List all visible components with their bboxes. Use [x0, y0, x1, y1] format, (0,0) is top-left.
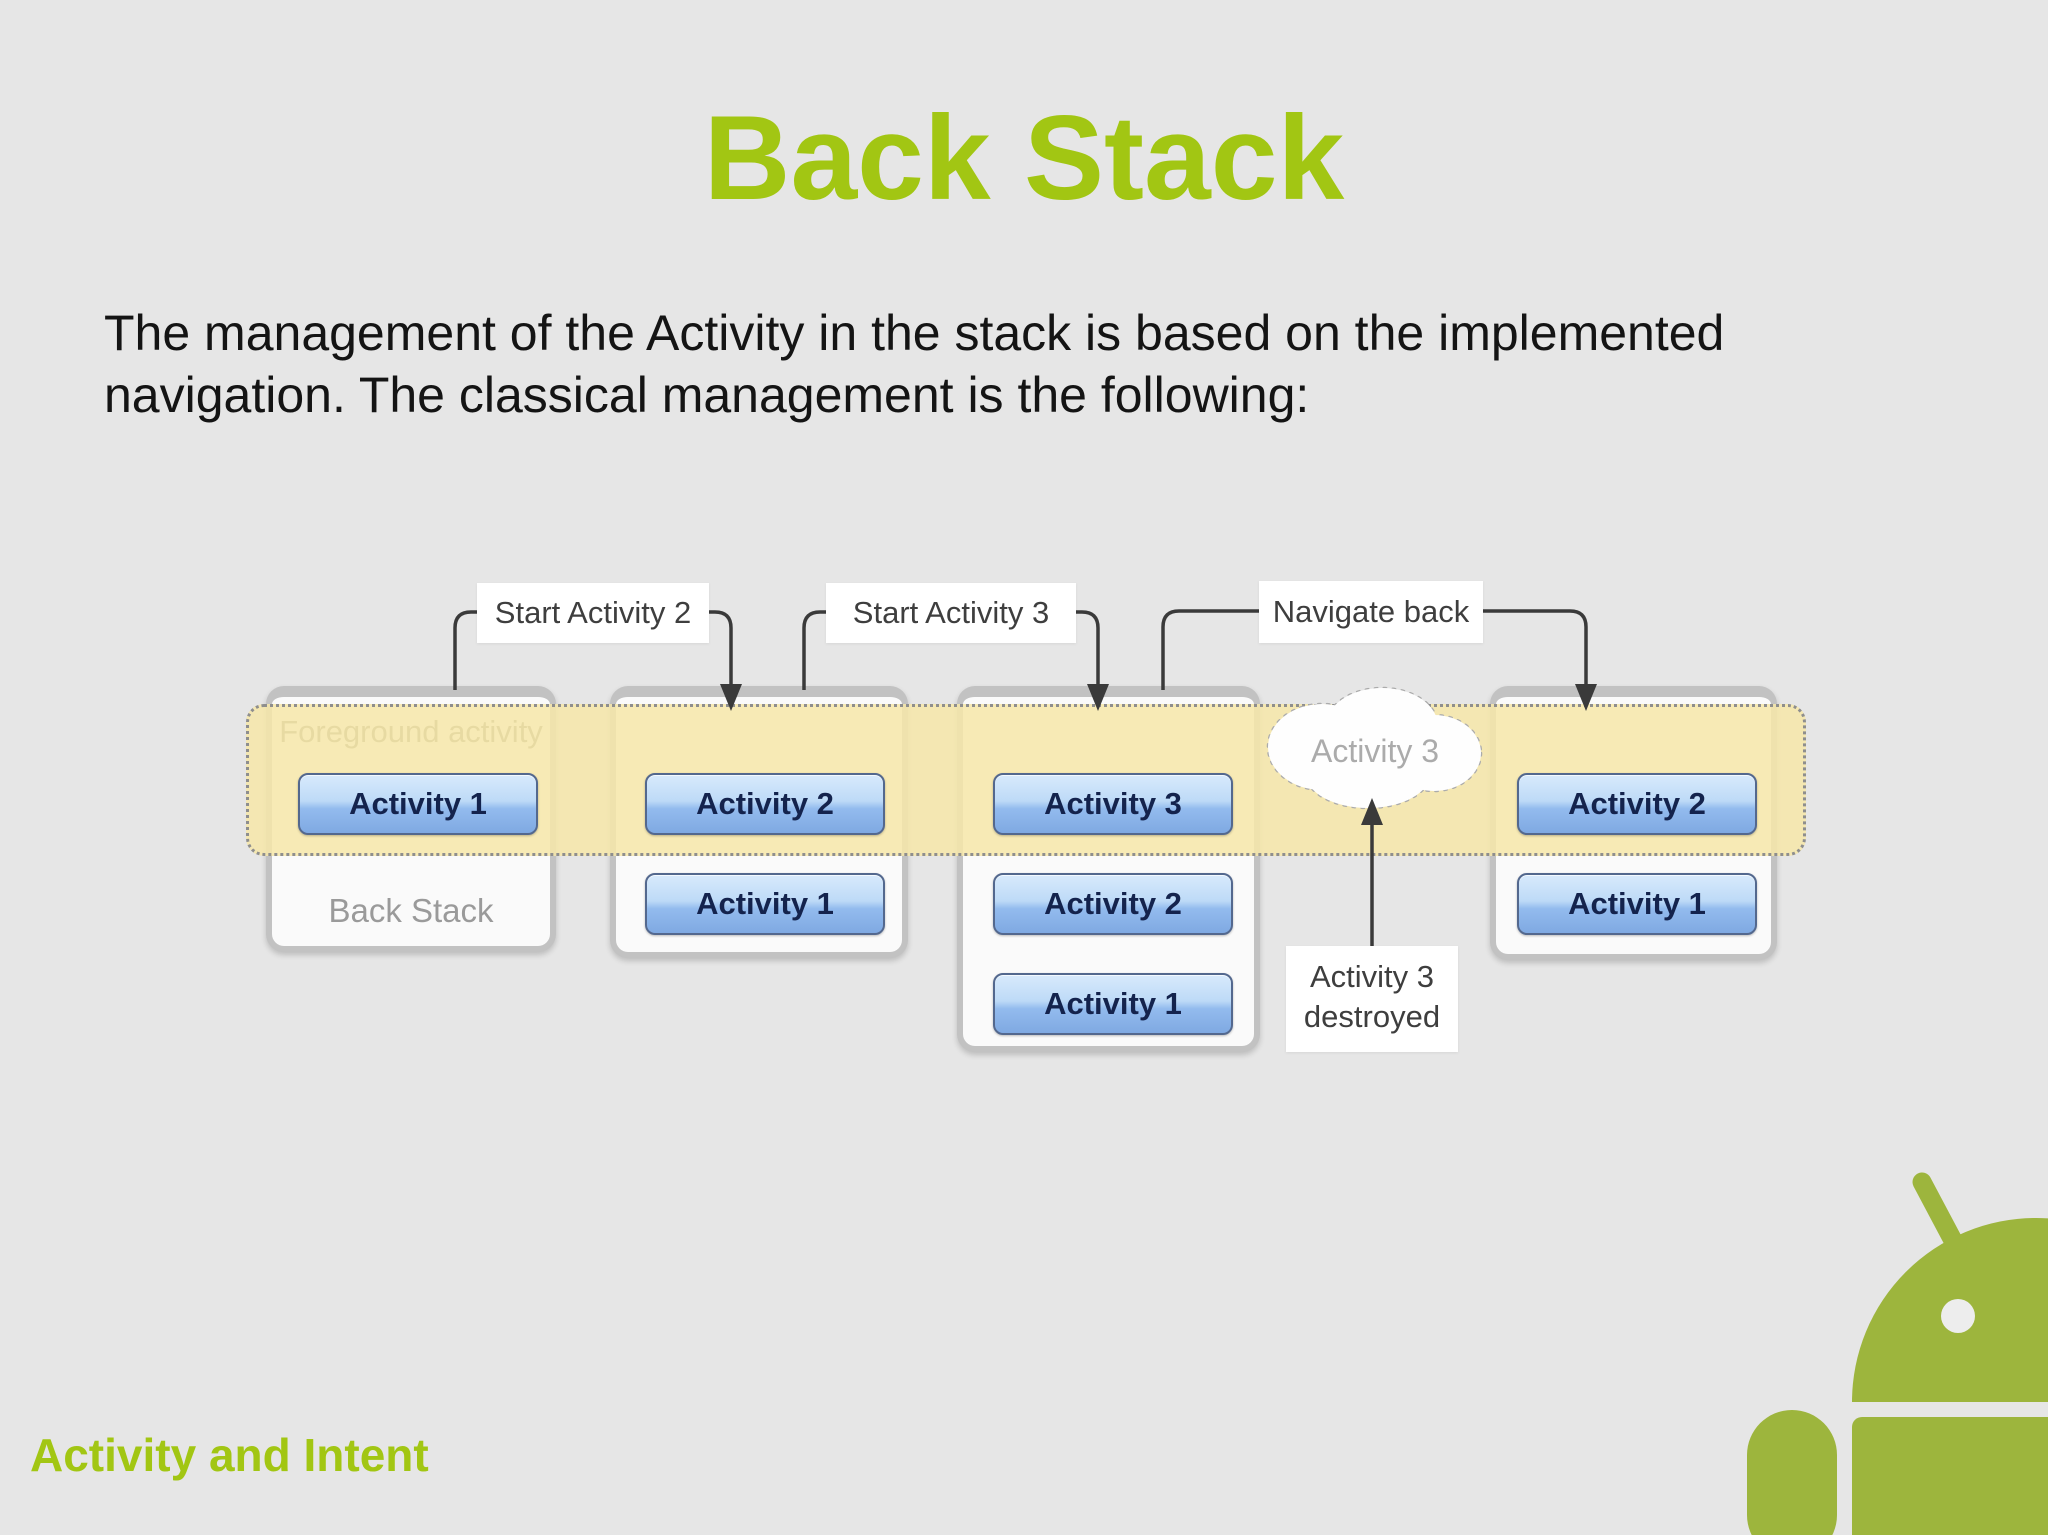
android-robot-shapes — [1747, 1172, 2048, 1535]
activity-button: Activity 2 — [645, 773, 885, 835]
flow-label-navigate-back: Navigate back — [1259, 581, 1483, 643]
intro-text: The management of the Activity in the st… — [104, 305, 1725, 423]
activity-button: Activity 1 — [645, 873, 885, 935]
activity-button: Activity 1 — [1517, 873, 1757, 935]
flow-label-start-activity-2: Start Activity 2 — [477, 583, 709, 643]
activity-button: Activity 1 — [298, 773, 538, 835]
activity-button: Activity 2 — [993, 873, 1233, 935]
flow-label-start-activity-3: Start Activity 3 — [826, 583, 1076, 643]
page-title: Back Stack — [703, 91, 1345, 225]
back-stack-label: Back Stack — [328, 892, 494, 929]
activity-button: Activity 2 — [1517, 773, 1757, 835]
activity-destroyed-note: Activity 3 destroyed — [1286, 946, 1458, 1052]
footer-section-title: Activity and Intent — [30, 1429, 429, 1481]
android-robot-logo — [1747, 1172, 2048, 1535]
robot-eye — [1941, 1299, 1975, 1333]
activity-button: Activity 1 — [993, 973, 1233, 1035]
activity-button: Activity 3 — [993, 773, 1233, 835]
